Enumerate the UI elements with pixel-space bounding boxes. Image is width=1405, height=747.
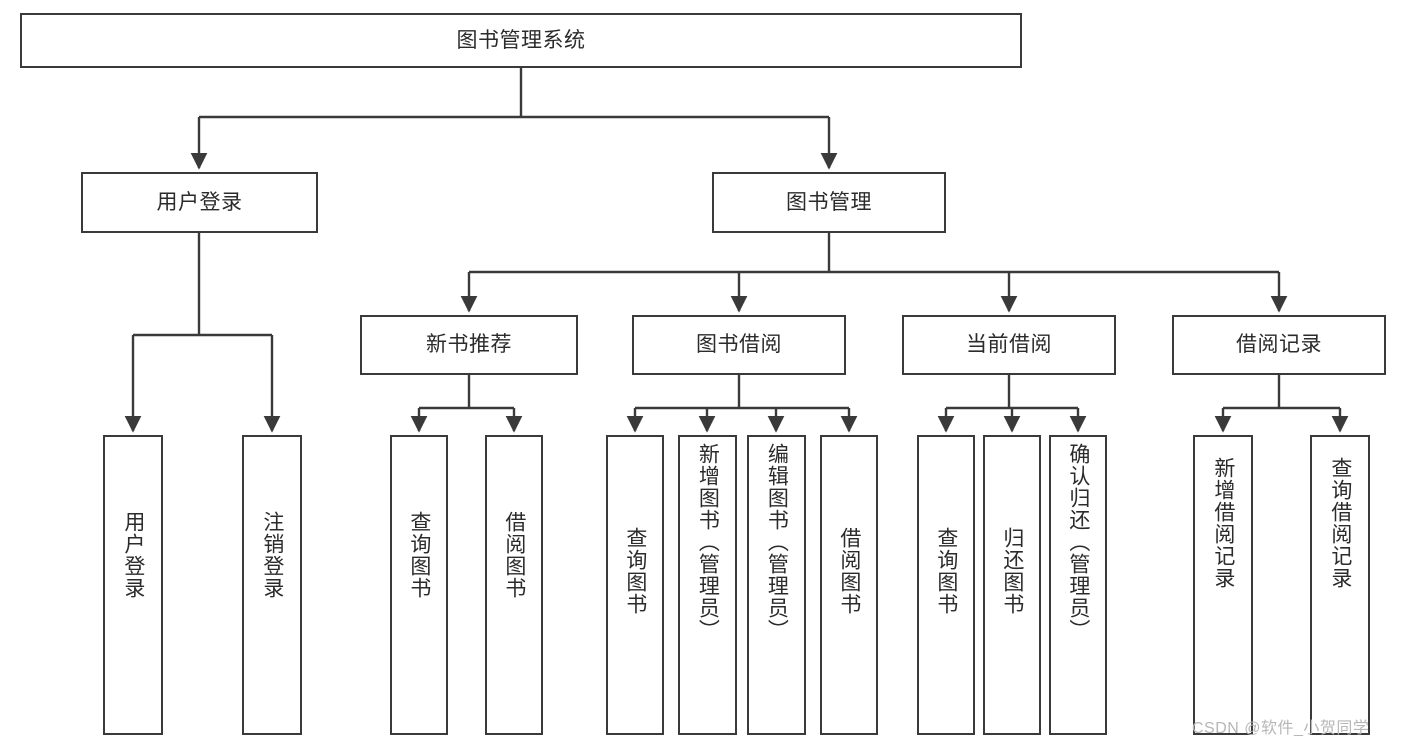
node-book-manage[interactable]: 图书管理 <box>712 172 946 233</box>
node-new-book-recommend[interactable]: 新书推荐 <box>360 315 578 375</box>
node-user-login-label: 用户登录 <box>156 190 243 214</box>
node-leaf-add-book-label: 新增图书（管理员） <box>696 443 720 641</box>
node-new-book-recommend-label: 新书推荐 <box>426 333 512 357</box>
node-book-borrow[interactable]: 图书借阅 <box>632 315 846 375</box>
node-leaf-query-book-3[interactable]: 查询图书 <box>917 435 975 735</box>
node-leaf-borrow-book-2-label: 借阅图书 <box>837 527 861 615</box>
node-leaf-return-book[interactable]: 归还图书 <box>983 435 1041 735</box>
node-leaf-confirm-return[interactable]: 确认归还（管理员） <box>1049 435 1107 735</box>
node-leaf-query-book-1-label: 查询图书 <box>407 511 431 599</box>
node-leaf-edit-book[interactable]: 编辑图书（管理员） <box>747 435 806 735</box>
node-leaf-confirm-return-label: 确认归还（管理员） <box>1066 443 1090 641</box>
node-current-borrow-label: 当前借阅 <box>966 333 1052 357</box>
node-leaf-query-book-1[interactable]: 查询图书 <box>390 435 448 735</box>
node-book-borrow-label: 图书借阅 <box>696 333 782 357</box>
node-current-borrow[interactable]: 当前借阅 <box>902 315 1116 375</box>
node-leaf-borrow-book-1-label: 借阅图书 <box>502 511 526 599</box>
node-leaf-query-book-2-label: 查询图书 <box>623 527 647 615</box>
node-root-label: 图书管理系统 <box>456 28 586 52</box>
node-book-manage-label: 图书管理 <box>786 190 872 214</box>
node-leaf-logout-label: 注销登录 <box>260 511 284 599</box>
node-borrow-record-label: 借阅记录 <box>1236 333 1322 357</box>
node-leaf-query-record[interactable]: 查询借阅记录 <box>1310 435 1370 735</box>
node-leaf-borrow-book-1[interactable]: 借阅图书 <box>485 435 543 735</box>
node-leaf-query-record-label: 查询借阅记录 <box>1328 457 1352 589</box>
node-leaf-return-book-label: 归还图书 <box>1000 527 1024 615</box>
node-leaf-query-book-3-label: 查询图书 <box>934 527 958 615</box>
node-leaf-query-book-2[interactable]: 查询图书 <box>606 435 664 735</box>
node-leaf-edit-book-label: 编辑图书（管理员） <box>765 443 789 641</box>
node-leaf-borrow-book-2[interactable]: 借阅图书 <box>820 435 878 735</box>
node-leaf-add-record[interactable]: 新增借阅记录 <box>1193 435 1253 735</box>
node-leaf-add-record-label: 新增借阅记录 <box>1211 457 1235 589</box>
node-borrow-record[interactable]: 借阅记录 <box>1172 315 1386 375</box>
csdn-watermark: CSDN @软件_小贺同学 <box>1192 720 1370 737</box>
node-leaf-user-login-label: 用户登录 <box>121 511 145 599</box>
node-root[interactable]: 图书管理系统 <box>20 13 1022 68</box>
node-user-login[interactable]: 用户登录 <box>81 172 318 233</box>
node-leaf-user-login[interactable]: 用户登录 <box>103 435 163 735</box>
node-leaf-logout[interactable]: 注销登录 <box>242 435 302 735</box>
node-leaf-add-book[interactable]: 新增图书（管理员） <box>678 435 737 735</box>
